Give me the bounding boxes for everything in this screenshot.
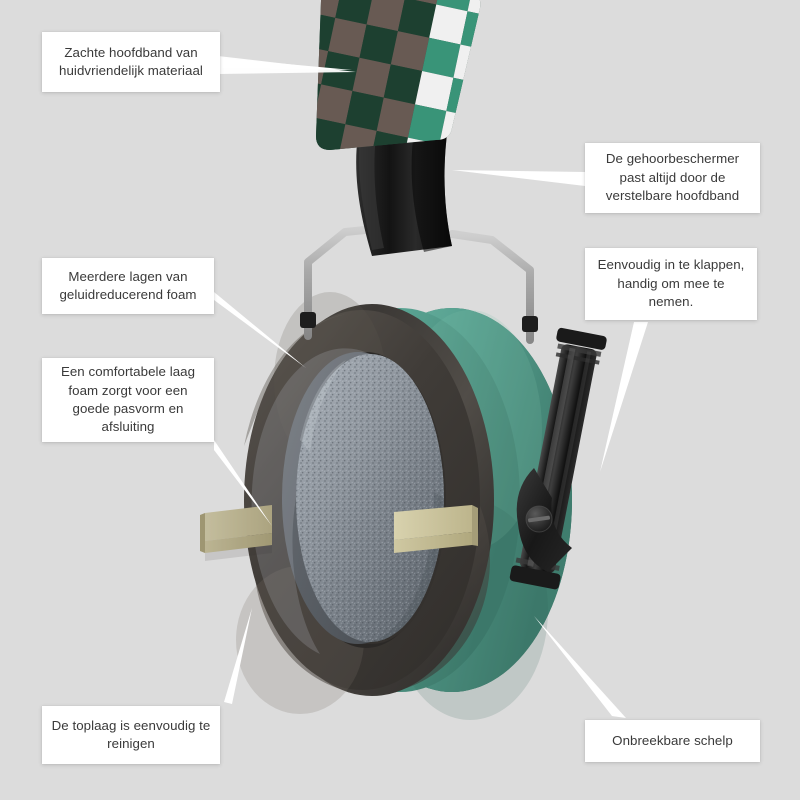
- pointer-foldable: [600, 322, 648, 472]
- tan-foam-layer-tabs: [200, 505, 478, 561]
- callout-text: De gehoorbeschermer past altijd door de …: [605, 151, 740, 204]
- pointer-adjustable-headband: [452, 170, 585, 186]
- callout-adjustable-headband: De gehoorbeschermer past altijd door de …: [585, 143, 760, 213]
- pointer-easy-clean: [224, 608, 252, 704]
- foam-tab-left-face: [205, 533, 272, 553]
- foam-tab-left-top: [205, 505, 272, 541]
- callout-text: Een comfortabele laag foam zorgt voor ee…: [60, 364, 196, 435]
- foam-tab-right-top: [394, 505, 472, 540]
- callout-headband-material: Zachte hoofdband van huidvriendelijk mat…: [42, 32, 220, 92]
- callout-unbreakable-shell: Onbreekbare schelp: [585, 720, 760, 762]
- callout-easy-clean: De toplaag is eenvoudig te reinigen: [42, 706, 220, 764]
- pointer-comfort-foam: [214, 440, 272, 526]
- callout-text: Eenvoudig in te klappen, handig om mee t…: [597, 257, 745, 310]
- callout-text: Onbreekbare schelp: [612, 732, 733, 748]
- callout-text: Zachte hoofdband van huidvriendelijk mat…: [59, 44, 203, 78]
- callout-text: Meerdere lagen van geluidreducerend foam: [59, 268, 197, 302]
- callout-pointers: [214, 56, 648, 718]
- pointer-foam-layers: [214, 292, 306, 368]
- callout-foam-layers: Meerdere lagen van geluidreducerend foam: [42, 258, 214, 314]
- callout-text: De toplaag is eenvoudig te reinigen: [51, 717, 211, 751]
- foam-tab-right-face: [394, 532, 472, 553]
- pointer-unbreakable-shell: [534, 616, 626, 718]
- black-headband-strap: [356, 126, 452, 256]
- pointer-headband-material-2: [218, 56, 356, 74]
- wire-end-caps: [300, 312, 538, 332]
- speckled-acoustic-foam: [251, 348, 444, 654]
- black-pivot-arm: [509, 327, 607, 590]
- callout-comfort-foam: Een comfortabele laag foam zorgt voor ee…: [42, 358, 214, 442]
- callout-foldable: Eenvoudig in te klappen, handig om mee t…: [585, 248, 757, 320]
